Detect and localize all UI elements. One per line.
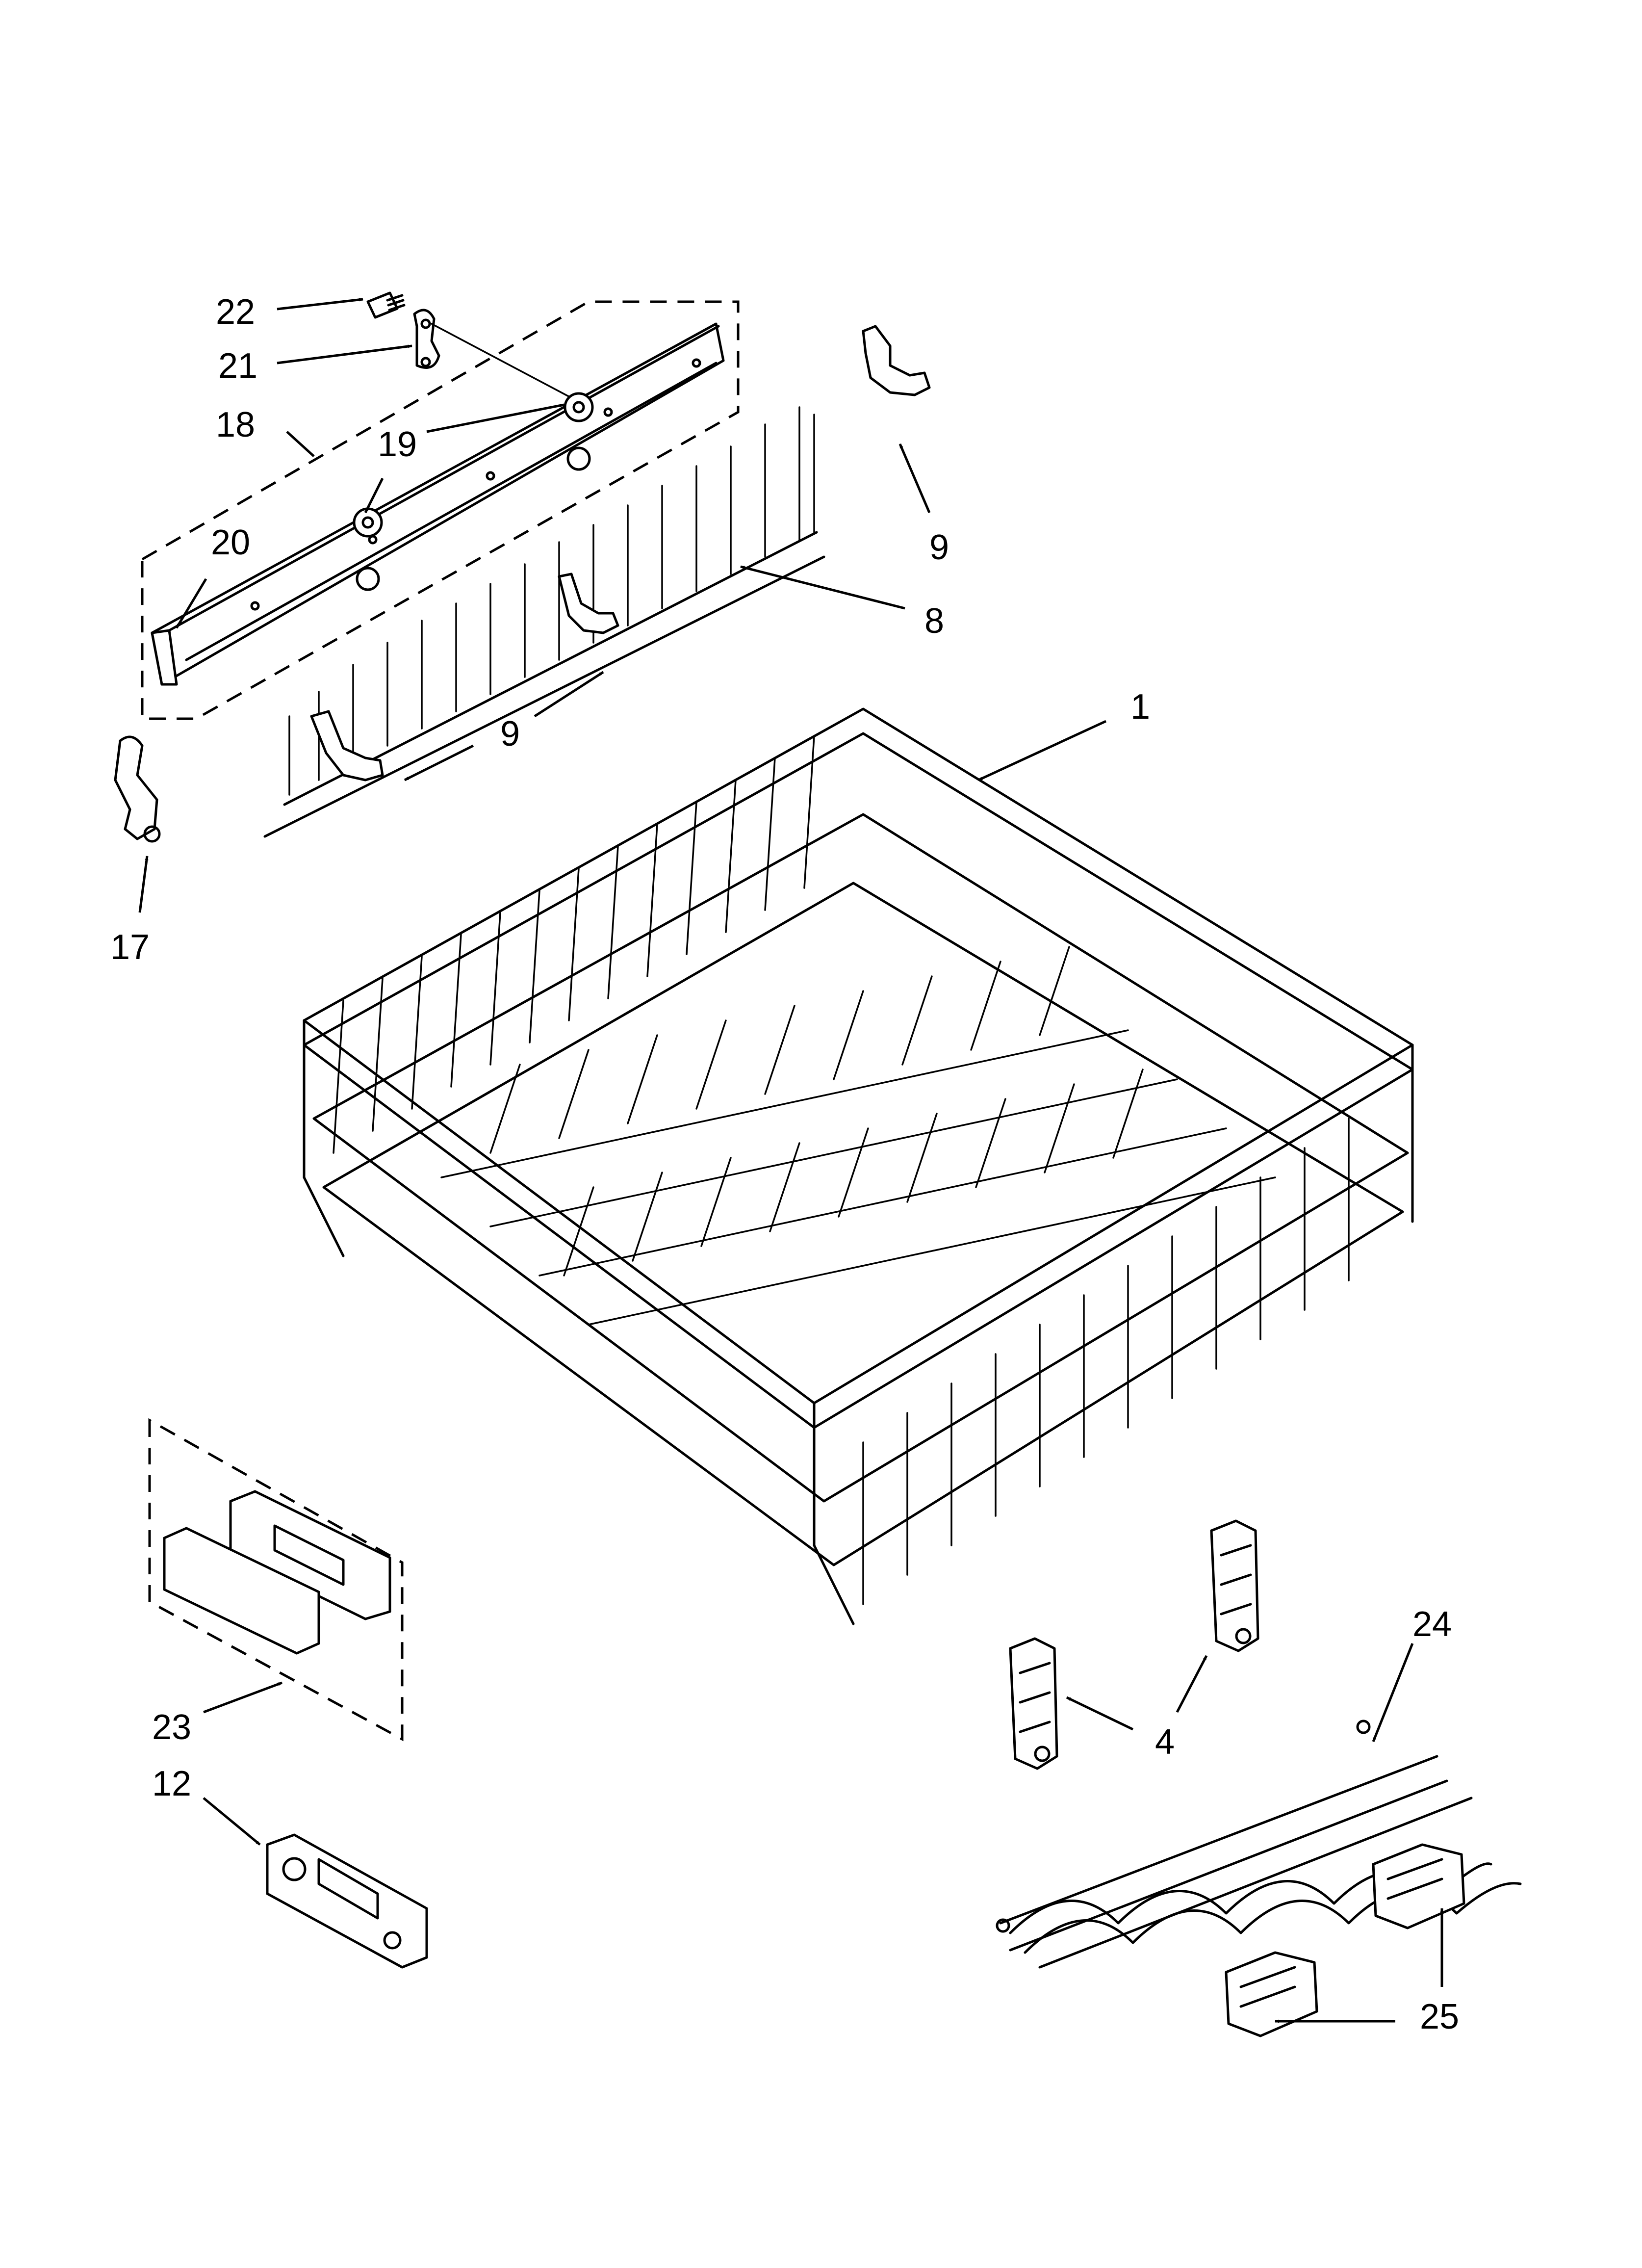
leader-lines xyxy=(138,298,1444,2023)
callout-9-mid: 9 xyxy=(500,714,520,754)
callout-8: 8 xyxy=(924,601,944,641)
leader-19 xyxy=(426,403,564,433)
leader-9-top xyxy=(898,443,931,513)
callout-17: 17 xyxy=(110,928,150,967)
callout-23: 23 xyxy=(152,1708,191,1747)
callout-1: 1 xyxy=(1130,687,1150,727)
upper-rack-part-1 xyxy=(303,707,1414,1625)
callout-20: 20 xyxy=(211,523,250,562)
leader-22 xyxy=(277,298,363,311)
callout-4: 4 xyxy=(1155,1722,1175,1762)
roller-part-19 xyxy=(353,392,594,591)
leader-12 xyxy=(203,1797,261,1846)
cup-shelf-part-24 xyxy=(996,1720,1522,1969)
cover-assembly-part-23 xyxy=(148,1418,404,1742)
callout-12: 12 xyxy=(152,1764,191,1803)
clip-part-9-left xyxy=(310,710,384,782)
clip-part-25-left xyxy=(1225,1951,1318,2037)
leader-24 xyxy=(1372,1643,1414,1742)
leader-21 xyxy=(277,344,412,365)
stop-part-17 xyxy=(114,735,161,843)
leader-19b xyxy=(364,477,384,514)
leader-18 xyxy=(286,431,315,457)
leader-4-left xyxy=(1066,1696,1134,1731)
screw-part-22 xyxy=(366,291,406,319)
callout-19: 19 xyxy=(378,425,417,464)
adjuster-part-4-right xyxy=(1210,1519,1259,1652)
callout-21: 21 xyxy=(218,346,257,386)
leader-9-mid xyxy=(534,671,604,718)
clip-part-25-right xyxy=(1372,1843,1465,1929)
clip-part-9-top xyxy=(862,325,931,396)
handle-part-12 xyxy=(266,1833,428,1969)
leader-20 xyxy=(175,578,207,629)
clip-part-9-middle xyxy=(558,573,619,634)
adjuster-part-4-left xyxy=(1009,1637,1058,1770)
leader-23 xyxy=(203,1681,282,1714)
leader-4-right xyxy=(1176,1655,1208,1713)
leader-8 xyxy=(740,565,905,610)
callout-9-top: 9 xyxy=(929,528,949,567)
leader-9-left xyxy=(404,744,474,782)
callout-18: 18 xyxy=(216,405,255,444)
callout-25: 25 xyxy=(1420,1997,1459,2036)
leader-1 xyxy=(977,720,1107,782)
callout-22: 22 xyxy=(216,292,255,332)
callout-24: 24 xyxy=(1412,1605,1452,1644)
leader-17 xyxy=(138,856,149,913)
